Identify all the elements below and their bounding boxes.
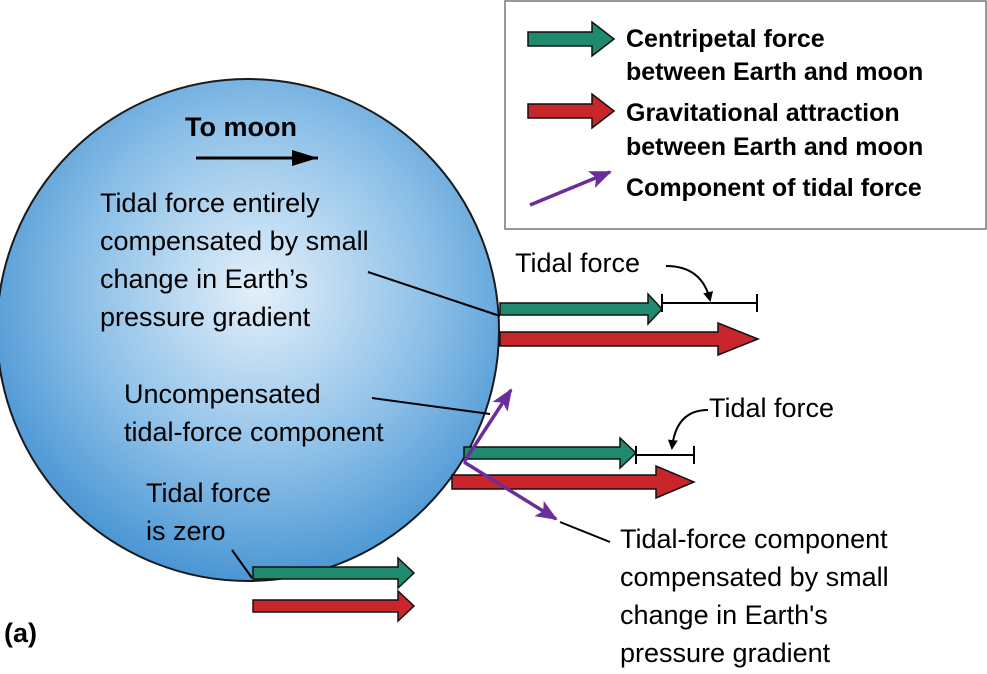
tidal-force-label-mid: Tidal force (709, 393, 834, 423)
tidal-force-pointer-top (665, 265, 714, 302)
label-tidal-zero: Tidal force is zero (146, 478, 279, 546)
label-uncompensated: Uncompensated tidal-force component (124, 379, 384, 447)
compensated-component-arrow (463, 460, 558, 521)
gravitational-arrow-mid (451, 464, 696, 500)
legend-centripetal-label: Centripetal force between Earth and moon (626, 25, 923, 86)
gravitational-arrow-bottom (252, 589, 416, 623)
centripetal-arrow-top (499, 292, 664, 326)
legend-gravitational-label: Gravitational attraction between Earth a… (626, 99, 923, 161)
earth-sphere (0, 78, 500, 582)
leader-line-compensated-component (559, 521, 611, 543)
legend: Centripetal force between Earth and moon… (504, 0, 987, 230)
legend-gravitational-swatch (527, 92, 616, 130)
figure-label: (a) (4, 618, 37, 648)
legend-component-swatch (529, 170, 612, 207)
legend-centripetal-swatch (527, 20, 616, 58)
leader-line-top (367, 271, 501, 317)
centripetal-arrow-mid (463, 436, 638, 470)
leader-line-uncompensated (371, 397, 491, 415)
tidal-force-label-top: Tidal force (515, 248, 640, 278)
gravitational-arrow-top (499, 321, 761, 357)
uncompensated-component-arrow (462, 388, 513, 463)
tidal-force-pointer-mid (667, 409, 709, 450)
to-moon-label: To moon (185, 112, 297, 142)
label-tidal-compensated-entirely: Tidal force entirely compensated by smal… (100, 188, 376, 332)
label-compensated-component: Tidal-force component compensated by sma… (620, 524, 896, 668)
leader-line-zero (231, 549, 253, 579)
to-moon-arrowhead (292, 150, 318, 166)
centripetal-arrow-bottom (252, 556, 416, 590)
legend-component-label: Component of tidal force (626, 174, 922, 202)
